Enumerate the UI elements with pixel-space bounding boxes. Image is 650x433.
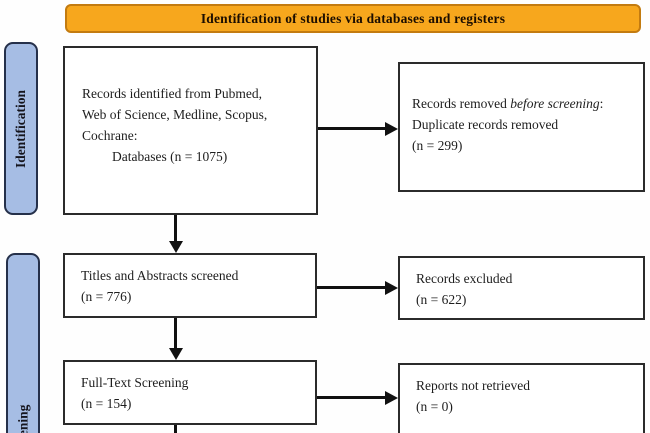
box-full-text-screening: Full-Text Screening (n = 154) xyxy=(63,360,317,425)
stage-label-identification-text: Identification xyxy=(13,89,29,168)
box-titles-abstracts-screened: Titles and Abstracts screened (n = 776) xyxy=(63,253,317,318)
full-text-line1: Full-Text Screening xyxy=(81,375,189,390)
records-removed-line1: Records removed before screening: xyxy=(412,94,635,115)
box-records-excluded: Records excluded (n = 622) xyxy=(398,256,645,320)
reports-not-retrieved-count: (n = 0) xyxy=(416,398,453,414)
arrow-titles-to-excluded xyxy=(317,280,398,295)
header-banner: Identification of studies via databases … xyxy=(65,4,641,33)
header-title: Identification of studies via databases … xyxy=(200,10,506,26)
records-removed-line1-suffix: : xyxy=(599,96,604,111)
box-reports-not-retrieved: Reports not retrieved (n = 0) xyxy=(398,363,645,433)
full-text-count: (n = 154) xyxy=(81,395,132,411)
titles-abstracts-count: (n = 776) xyxy=(81,288,132,304)
arrow-titles-to-fulltext xyxy=(168,318,183,360)
records-identified-line2: Web of Science, Medline, Scopus, xyxy=(82,106,268,122)
stage-label-screening: Screening xyxy=(6,253,40,433)
arrow-identified-to-titles xyxy=(168,215,183,253)
records-excluded-count: (n = 622) xyxy=(416,291,467,307)
records-removed-line1-prefix: Records removed xyxy=(412,96,511,111)
records-removed-count: (n = 299) xyxy=(412,137,463,153)
stage-label-identification: Identification xyxy=(4,42,38,215)
arrow-fulltext-to-reports xyxy=(317,390,398,405)
records-removed-line1-italic: before screening xyxy=(510,96,600,111)
arrow-fulltext-down-stub xyxy=(174,425,177,433)
reports-not-retrieved-line1: Reports not retrieved xyxy=(416,378,530,393)
stage-label-screening-text: Screening xyxy=(15,404,30,433)
records-identified-line3: Cochrane: xyxy=(82,127,138,143)
records-identified-line1: Records identified from Pubmed, xyxy=(82,86,262,101)
titles-abstracts-line1: Titles and Abstracts screened xyxy=(81,268,239,283)
box-records-removed: Records removed before screening: Duplic… xyxy=(398,62,645,192)
arrow-identified-to-removed xyxy=(318,121,398,136)
records-removed-line2: Duplicate records removed xyxy=(412,116,559,132)
records-excluded-line1: Records excluded xyxy=(416,271,513,286)
records-identified-count: Databases (n = 1075) xyxy=(112,148,228,164)
box-records-identified: Records identified from Pubmed, Web of S… xyxy=(63,46,318,215)
